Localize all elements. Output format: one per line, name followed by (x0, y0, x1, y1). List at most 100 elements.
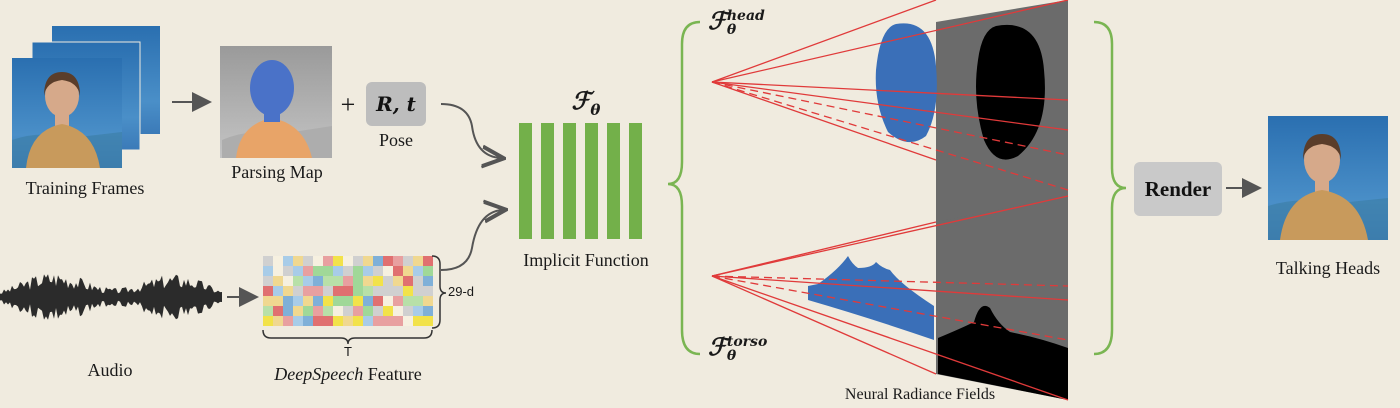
feature-cell (323, 286, 333, 296)
function-symbol: ℱ (571, 86, 591, 115)
torso-silhouette (938, 305, 1068, 400)
deepspeech-feature-label: DeepSpeech Feature (250, 364, 446, 385)
feature-cell (343, 266, 353, 276)
feature-cell (363, 286, 373, 296)
pose-symbol: R, t (376, 92, 416, 116)
feature-cell (363, 256, 373, 266)
feature-cell (423, 316, 433, 326)
feature-cell (343, 316, 353, 326)
feature-cell (423, 286, 433, 296)
feature-cell (313, 296, 323, 306)
head-rays (711, 0, 1069, 191)
feature-cell (353, 306, 363, 316)
feature-cell (373, 316, 383, 326)
feature-cell (333, 296, 343, 306)
feature-dim-brace (431, 255, 447, 329)
feature-cell (383, 316, 393, 326)
training-frames-stack (12, 26, 160, 168)
feature-cell (343, 296, 353, 306)
plus-sign: + (340, 90, 356, 119)
feature-cell (383, 256, 393, 266)
feature-cell (393, 256, 403, 266)
pose-box: R, t (366, 82, 426, 126)
feature-cell (403, 286, 413, 296)
function-layer (563, 123, 576, 239)
feature-cell (303, 286, 313, 296)
feature-cell (393, 296, 403, 306)
feature-cell (293, 256, 303, 266)
feature-cell (293, 316, 303, 326)
feature-cell (283, 266, 293, 276)
feature-cell (413, 276, 423, 286)
feature-time-brace (262, 329, 433, 345)
feature-cell (313, 306, 323, 316)
fields-left-brace (667, 20, 701, 356)
torso-subscript: θ (726, 348, 737, 365)
feature-cell (413, 316, 423, 326)
feature-cell (303, 266, 313, 276)
feature-cell (353, 316, 363, 326)
feature-cell (373, 296, 383, 306)
feature-cell (323, 306, 333, 316)
feature-cell (413, 296, 423, 306)
feature-cell (323, 316, 333, 326)
feature-word: Feature (363, 364, 422, 384)
function-layer (629, 123, 642, 239)
feature-cell (293, 296, 303, 306)
head-superscript: head (726, 8, 765, 25)
fields-right-brace (1093, 20, 1127, 356)
feature-cell (303, 316, 313, 326)
feature-cell (263, 266, 273, 276)
feature-cell (323, 276, 333, 286)
feature-cell (303, 296, 313, 306)
feature-cell (323, 266, 333, 276)
feature-cell (423, 276, 433, 286)
neural-radiance-fields-label: Neural Radiance Fields (844, 386, 996, 403)
feature-cell (343, 306, 353, 316)
feature-cell (283, 286, 293, 296)
feature-cell (353, 286, 363, 296)
feature-cell (343, 256, 353, 266)
feature-cell (403, 276, 413, 286)
render-box: Render (1134, 162, 1222, 216)
head-volume (875, 23, 937, 143)
feature-cell (293, 286, 303, 296)
feature-cell (313, 316, 323, 326)
feature-cell (283, 306, 293, 316)
feature-cell (283, 276, 293, 286)
feature-cell (393, 286, 403, 296)
feature-cell (423, 266, 433, 276)
feature-cell (293, 306, 303, 316)
feature-cell (263, 256, 273, 266)
implicit-function-label: Implicit Function (523, 250, 649, 270)
feature-cell (363, 306, 373, 316)
feature-cell (363, 296, 373, 306)
feature-cell (273, 296, 283, 306)
feature-cell (313, 256, 323, 266)
feature-cell (323, 256, 333, 266)
feature-cell (263, 296, 273, 306)
feature-cell (273, 276, 283, 286)
feature-cell (373, 256, 383, 266)
render-label: Render (1144, 176, 1212, 201)
feature-cell (313, 266, 323, 276)
frame-front (12, 58, 122, 168)
feature-time-label: T (344, 344, 352, 359)
feature-cell (403, 306, 413, 316)
talking-heads-label: Talking Heads (1275, 258, 1381, 278)
feature-cell (353, 276, 363, 286)
feature-cell (393, 306, 403, 316)
feature-cell (353, 256, 363, 266)
feature-cell (353, 266, 363, 276)
feature-cell (283, 256, 293, 266)
feature-cell (273, 286, 283, 296)
function-layer (519, 123, 532, 239)
implicit-function-symbol: ℱθ (556, 86, 616, 119)
feature-cell (373, 306, 383, 316)
pose-label: Pose (378, 130, 413, 150)
feature-cell (383, 266, 393, 276)
feature-cell (423, 306, 433, 316)
